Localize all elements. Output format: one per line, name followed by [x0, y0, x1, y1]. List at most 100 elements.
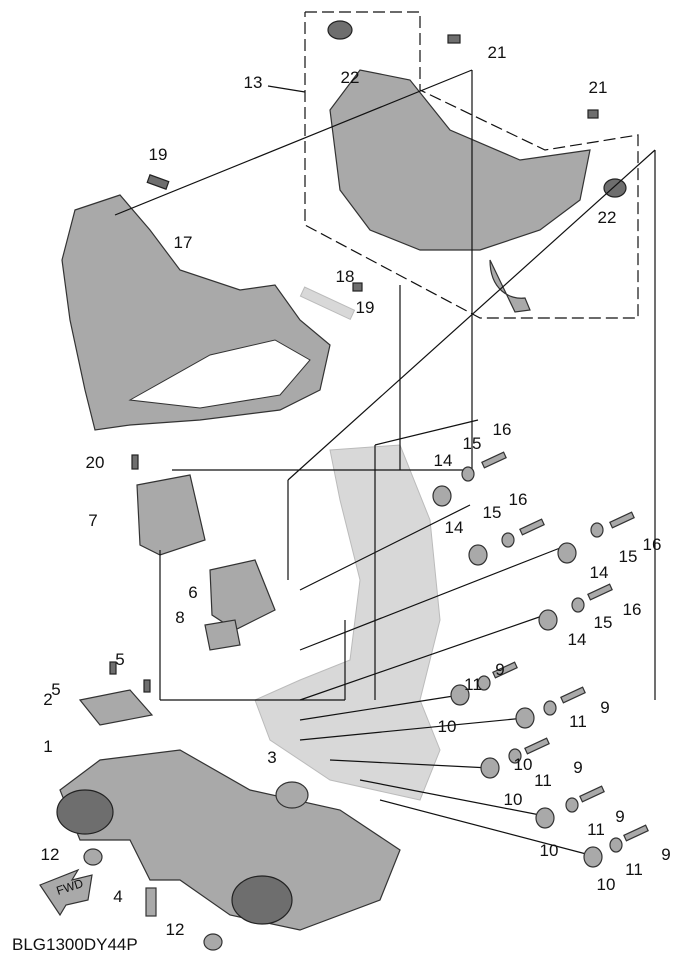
screw-21-top [447, 34, 461, 44]
collar-15 [571, 597, 585, 613]
callout-12: 12 [165, 920, 185, 939]
callout-10: 10 [539, 841, 559, 860]
lens-left [56, 789, 114, 835]
headlight-stay-frame [254, 444, 441, 801]
callout-5: 5 [51, 680, 61, 699]
callout-10: 10 [596, 875, 616, 894]
callout-19: 19 [148, 145, 168, 164]
callout-15: 15 [593, 613, 613, 632]
callout-5: 5 [115, 650, 125, 669]
callout-15: 15 [482, 503, 502, 522]
grommet-10 [515, 707, 535, 729]
bolt-9 [560, 686, 586, 704]
grommet-12-right [203, 933, 223, 951]
callout-4: 4 [113, 887, 123, 906]
callout-14: 14 [433, 451, 453, 470]
callout-10: 10 [503, 790, 523, 809]
grommet-14 [538, 609, 558, 631]
clip-19-top [146, 174, 170, 190]
callout-16: 16 [492, 420, 512, 439]
callout-9: 9 [615, 807, 625, 826]
collar-15 [461, 466, 475, 482]
damper-19 [299, 286, 356, 321]
collar-15 [590, 522, 604, 538]
callout-15: 15 [618, 547, 638, 566]
callout-11: 11 [625, 860, 643, 879]
callout-16: 16 [622, 600, 642, 619]
collar-11 [565, 797, 579, 813]
bolt-16 [587, 583, 613, 601]
connector-wire [489, 259, 531, 313]
bolt-9 [579, 785, 605, 803]
callout-12: 12 [40, 845, 60, 864]
callout-6: 6 [188, 583, 198, 602]
collar-15 [501, 532, 515, 548]
callout-9: 9 [495, 660, 505, 679]
callout-10: 10 [437, 717, 457, 736]
grommet-22-top [327, 20, 353, 40]
bolt-9 [524, 737, 550, 755]
callout-2: 2 [43, 690, 53, 709]
bolt-16 [481, 451, 507, 469]
callout-17: 17 [173, 233, 193, 252]
callout-11: 11 [569, 712, 587, 731]
bracket-2 [78, 689, 154, 726]
grommet-12-left [83, 848, 103, 866]
guide-lines [114, 69, 656, 856]
callout-14: 14 [567, 630, 587, 649]
callout-1: 1 [43, 737, 53, 756]
control-unit-6 [209, 559, 276, 631]
bolt-5-right [143, 679, 151, 693]
screw-20 [131, 454, 139, 470]
grommet-14 [557, 542, 577, 564]
bolt-5-left [109, 661, 117, 675]
callout-16: 16 [508, 490, 528, 509]
grommet-10 [480, 757, 500, 779]
bolt-16 [609, 511, 635, 529]
callout-9: 9 [661, 845, 671, 864]
callout-11: 11 [534, 771, 552, 790]
grommet-10 [535, 807, 555, 829]
callout-22: 22 [597, 208, 617, 227]
callout-11: 11 [464, 675, 482, 694]
collar-11 [609, 837, 623, 853]
callout-16: 16 [642, 535, 662, 554]
fwd-arrow [39, 868, 93, 917]
bolt-9 [492, 661, 518, 679]
callout-15: 15 [462, 434, 482, 453]
damper-4 [145, 887, 157, 917]
callout-11: 11 [587, 820, 605, 839]
callout-20: 20 [85, 453, 105, 472]
callout-10: 10 [513, 755, 533, 774]
callout-14: 14 [444, 518, 464, 537]
callout-21: 21 [487, 43, 507, 62]
grommet-22-right [603, 178, 627, 198]
cowling-opening [128, 339, 311, 409]
callout-13: 13 [243, 73, 263, 92]
coupler-8 [204, 619, 241, 651]
callout-22: 22 [340, 68, 360, 87]
callout-8: 8 [175, 608, 185, 627]
collar-11 [508, 748, 522, 764]
lens-right [231, 875, 293, 925]
group-outline-13 [304, 11, 639, 319]
callout-9: 9 [573, 758, 583, 777]
diagram-code: BLG1300DY44P [12, 935, 138, 954]
collar-11 [543, 700, 557, 716]
callout-19: 19 [355, 298, 375, 317]
grommet-10 [450, 684, 470, 706]
callout-9: 9 [600, 698, 610, 717]
grommet-14 [432, 485, 452, 507]
callout-18: 18 [335, 267, 355, 286]
bolt-16 [519, 518, 545, 536]
fastener-group [432, 451, 649, 868]
callout-14: 14 [589, 563, 609, 582]
grommet-14 [468, 544, 488, 566]
headlight-unit-1 [59, 749, 401, 931]
nut-18 [352, 282, 363, 292]
callout-21: 21 [588, 78, 608, 97]
headlight-housing [329, 69, 591, 251]
callout-3: 3 [267, 748, 277, 767]
grommet-10 [583, 846, 603, 868]
